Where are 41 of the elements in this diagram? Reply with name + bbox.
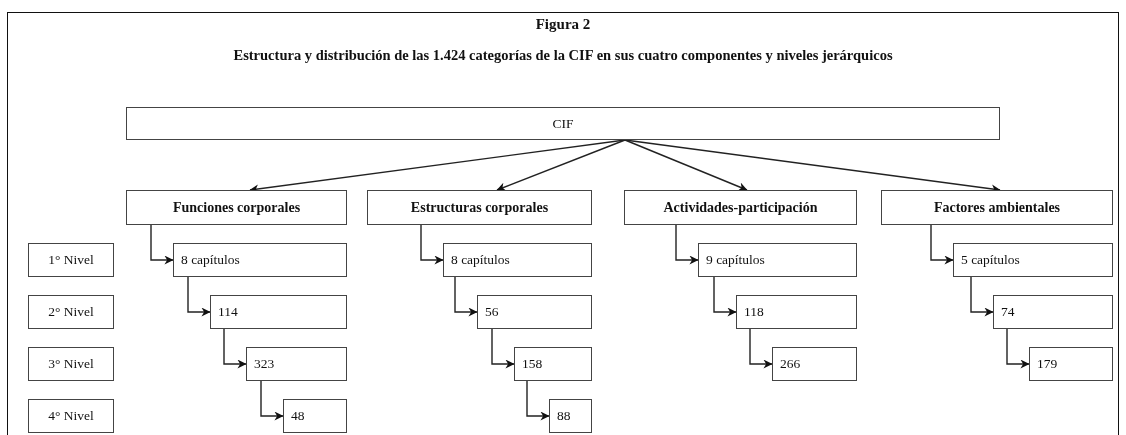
arrow bbox=[526, 380, 550, 421]
arrow bbox=[223, 328, 247, 369]
category-count-box: 118 bbox=[736, 295, 857, 329]
arrow bbox=[713, 276, 737, 317]
arrow bbox=[150, 224, 174, 265]
level-box: 2° Nivel bbox=[28, 295, 114, 329]
arrow bbox=[1006, 328, 1030, 369]
category-count-box: 323 bbox=[246, 347, 347, 381]
category-count-box: 5 capítulos bbox=[953, 243, 1113, 277]
arrow bbox=[491, 328, 515, 369]
arrow bbox=[624, 139, 748, 191]
arrow bbox=[260, 380, 284, 421]
arrow bbox=[930, 224, 954, 265]
component-box: Actividades-participación bbox=[624, 190, 857, 225]
category-count-box: 74 bbox=[993, 295, 1113, 329]
figure-caption: Estructura y distribución de las 1.424 categorías de la CIF en sus cuatro componentes y niveles jerárquicos bbox=[232, 47, 894, 64]
category-count-box: 266 bbox=[772, 347, 857, 381]
component-box: Estructuras corporales bbox=[367, 190, 592, 225]
category-count-box: 179 bbox=[1029, 347, 1113, 381]
category-count-box: 9 capítulos bbox=[698, 243, 857, 277]
category-count-box: 8 capítulos bbox=[443, 243, 592, 277]
root-box: CIF bbox=[126, 107, 1000, 140]
category-count-box: 56 bbox=[477, 295, 592, 329]
arrow bbox=[420, 224, 444, 265]
level-box: 3° Nivel bbox=[28, 347, 114, 381]
arrow bbox=[970, 276, 994, 317]
category-count-box: 8 capítulos bbox=[173, 243, 347, 277]
category-count-box: 158 bbox=[514, 347, 592, 381]
category-count-box: 88 bbox=[549, 399, 592, 433]
component-box: Funciones corporales bbox=[126, 190, 347, 225]
arrow bbox=[187, 276, 211, 317]
level-box: 1° Nivel bbox=[28, 243, 114, 277]
arrow bbox=[749, 328, 773, 369]
figure-title: Figura 2 bbox=[534, 16, 592, 33]
level-box: 4° Nivel bbox=[28, 399, 114, 433]
arrow bbox=[496, 139, 626, 192]
category-count-box: 114 bbox=[210, 295, 347, 329]
category-count-box: 48 bbox=[283, 399, 347, 433]
arrow bbox=[454, 276, 478, 317]
arrow bbox=[675, 224, 699, 265]
component-box: Factores ambientales bbox=[881, 190, 1113, 225]
